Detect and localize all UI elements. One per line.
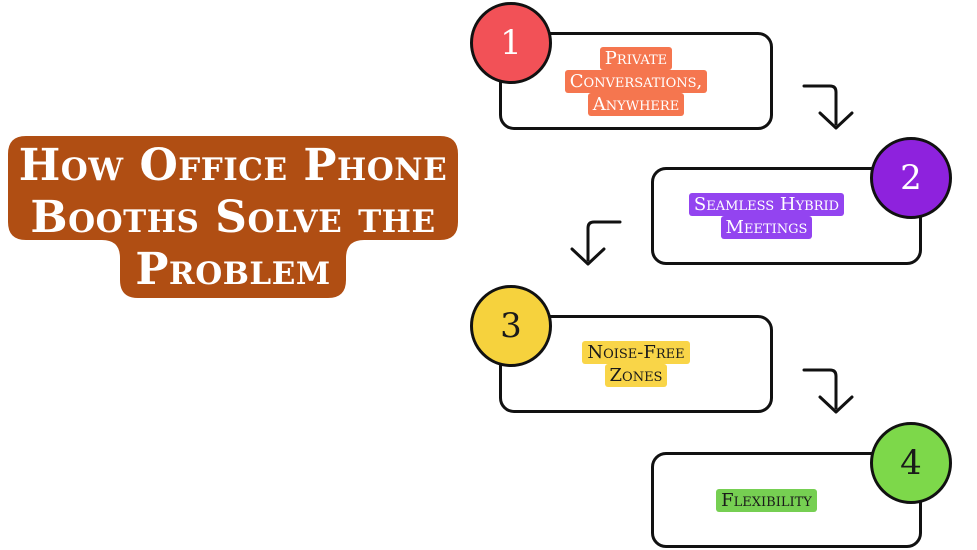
step-1-number-badge: 1	[470, 2, 552, 84]
step-1-card: Private Conversations, Anywhere	[499, 32, 773, 130]
step-3-label: Noise-Free Zones	[582, 341, 690, 387]
step-4-number-badge: 4	[870, 422, 952, 504]
title-block: How Office Phone Booths Solve the Proble…	[8, 136, 458, 298]
step-4-label-line-1: Flexibility	[716, 488, 817, 512]
step-1-label-line-3: Anywhere	[587, 92, 685, 116]
step-3-label-line-1: Noise-Free	[582, 341, 690, 364]
title-background-shape	[8, 136, 458, 298]
page-title: How Office Phone Booths Solve the Proble…	[8, 140, 458, 296]
curved-arrow-down-right-icon	[802, 84, 854, 130]
step-2-label-line-2: Meetings	[720, 216, 813, 239]
step-4-label: Flexibility	[716, 488, 817, 512]
title-line-3: Problem	[135, 244, 331, 295]
title-background	[8, 136, 458, 298]
curved-arrow-down-left-icon	[570, 220, 622, 266]
step-3-label-line-2: Zones	[604, 364, 668, 387]
title-line-1: How Office Phone	[18, 140, 448, 191]
step-1-label-line-2: Conversations,	[564, 69, 708, 93]
curved-arrow-down-right-icon	[802, 368, 854, 414]
step-2-number-badge: 2	[870, 137, 952, 219]
step-2-label: Seamless Hybrid Meetings	[688, 193, 845, 239]
step-1-label: Private Conversations, Anywhere	[564, 46, 708, 116]
step-2-label-line-1: Seamless Hybrid	[688, 193, 845, 216]
title-line-2: Booths Solve the	[30, 192, 436, 243]
step-1-label-line-1: Private	[599, 46, 673, 70]
step-3-number-badge: 3	[470, 285, 552, 367]
